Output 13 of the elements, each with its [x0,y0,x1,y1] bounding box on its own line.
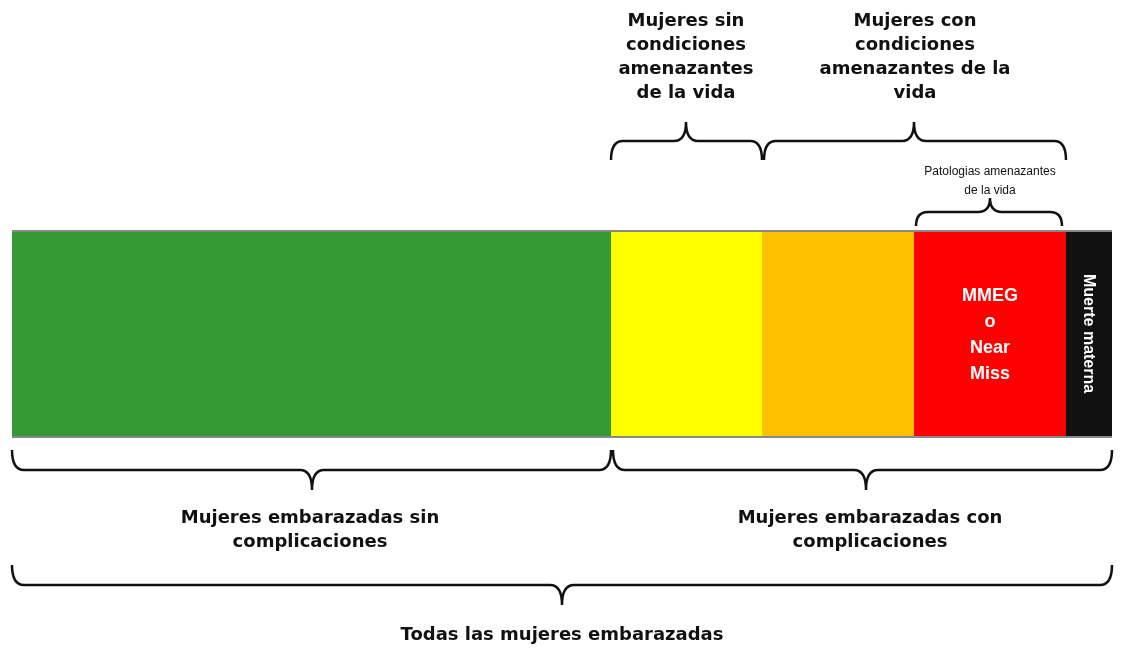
bar-segment [611,230,762,438]
bracket-label: Mujeres embarazadas con complicaciones [736,505,1004,553]
bar-segment [914,230,1066,438]
bar-segment [762,230,914,438]
bracket-label: Mujeres embarazadas sin complicaciones [179,505,441,553]
bracket-label: Patologias amenazantes de la vida [923,163,1057,199]
total-label: Todas las mujeres embarazadas [399,622,725,646]
bar-segment [12,230,611,438]
bracket-label: Mujeres sin condiciones amenazantes de la vida [617,8,755,104]
segment-label: MMEG o Near Miss [962,284,1018,385]
bracket-label: Mujeres con condiciones amenazantes de la vida [818,8,1012,104]
bar-segment [1066,230,1112,438]
segment-label: Muerte materna [1080,274,1099,394]
